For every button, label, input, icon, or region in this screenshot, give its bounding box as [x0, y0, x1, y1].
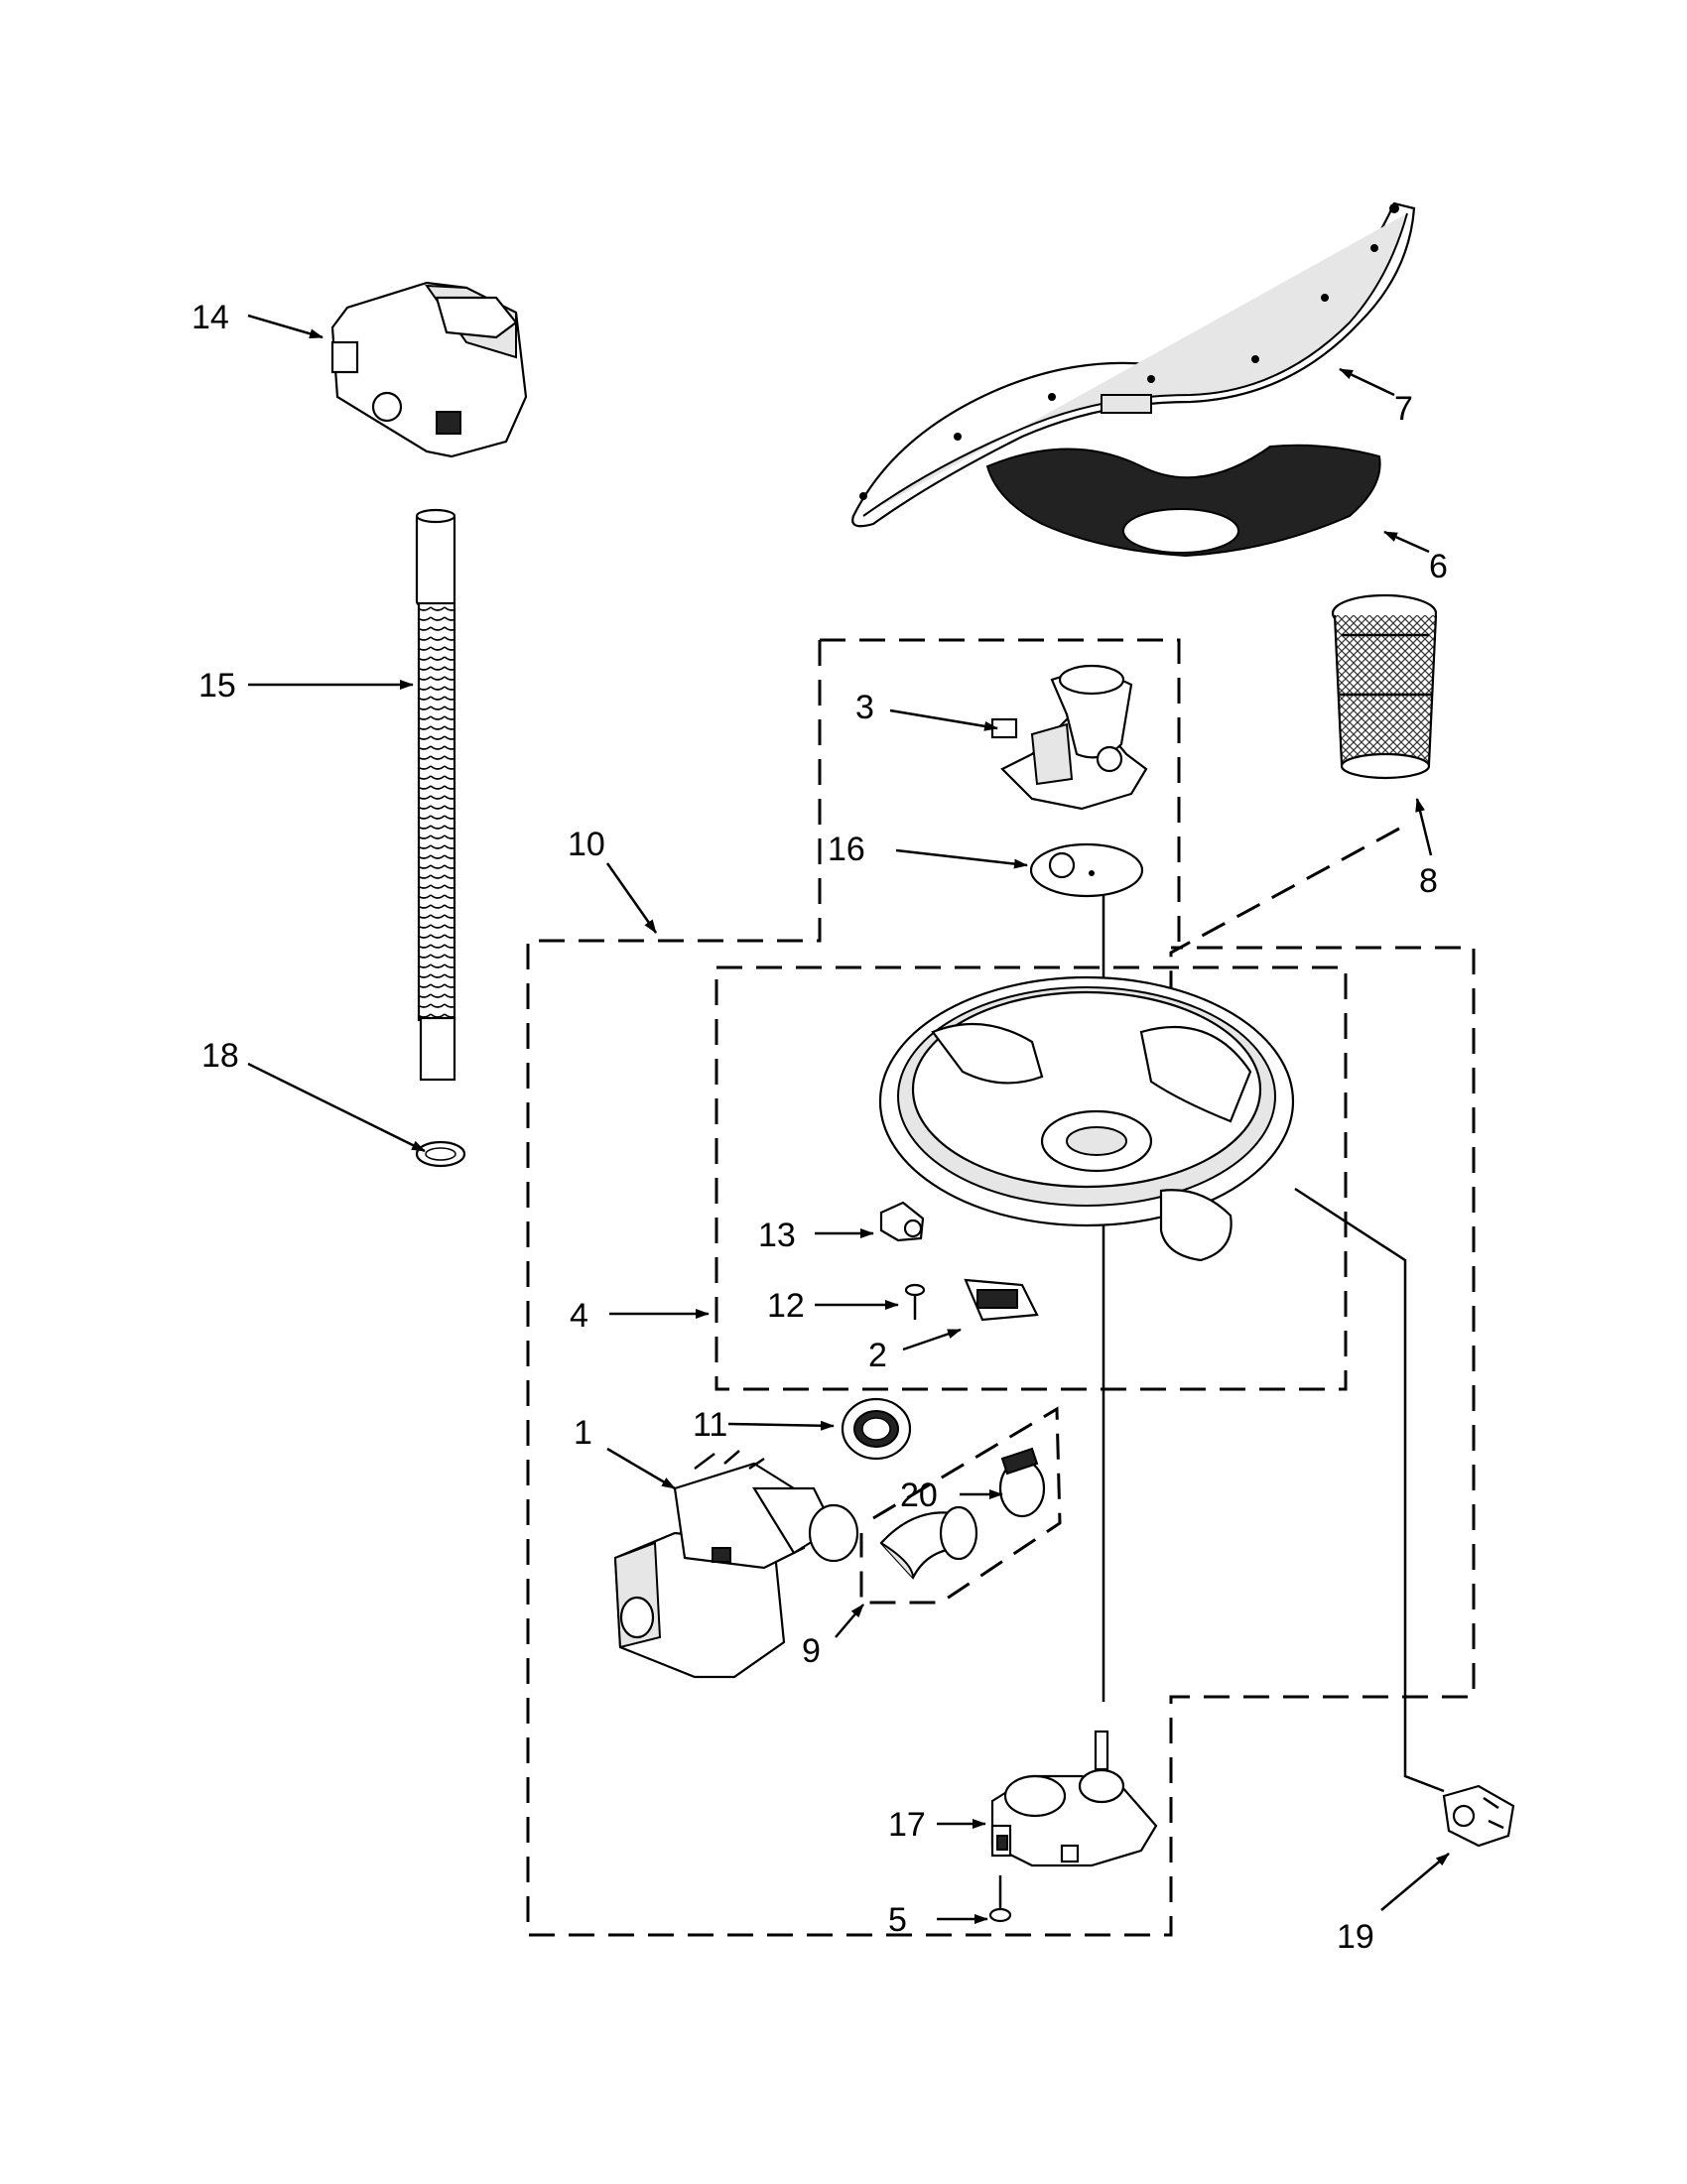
- assembly-10-outline: [526, 638, 1476, 1937]
- part-17-drawing: [990, 1730, 1158, 1867]
- part-19-drawing: [1442, 1784, 1515, 1848]
- part-1-drawing: [613, 1450, 859, 1679]
- callout-10: 10: [568, 826, 605, 863]
- part-4-drawing: [878, 975, 1295, 1262]
- part-13-drawing: [879, 1201, 925, 1242]
- callout-18: 18: [201, 1037, 239, 1075]
- part-11-drawing: [841, 1397, 912, 1461]
- callout-17: 17: [888, 1806, 926, 1844]
- callout-9: 9: [802, 1632, 821, 1670]
- callout-15: 15: [198, 667, 236, 705]
- part-12-drawing: [904, 1283, 926, 1320]
- callout-11: 11: [693, 1406, 727, 1444]
- part-7-drawing: [851, 201, 1416, 528]
- callout-arrows: [247, 314, 1450, 1924]
- callout-labels: 14 7 6 15 3 16 10 8 18 13 12 4 2 1 11 20…: [192, 299, 1448, 1956]
- callout-5: 5: [888, 1901, 907, 1939]
- callout-2: 2: [868, 1337, 887, 1374]
- callout-7: 7: [1394, 390, 1413, 428]
- callout-8: 8: [1419, 862, 1438, 900]
- connector-lines: [1102, 827, 1445, 1793]
- part-16-drawing: [1029, 842, 1144, 898]
- callout-19: 19: [1337, 1918, 1374, 1956]
- part-18-drawing: [415, 1140, 466, 1168]
- part-14-drawing: [330, 281, 528, 458]
- callout-13: 13: [758, 1217, 796, 1254]
- part-2-drawing: [964, 1278, 1039, 1322]
- callout-1: 1: [574, 1414, 592, 1452]
- part-6-drawing: [985, 444, 1381, 558]
- part-3-drawing: [990, 664, 1148, 811]
- part-15-drawing: [415, 508, 456, 1082]
- callout-6: 6: [1429, 548, 1448, 585]
- callout-14: 14: [192, 299, 229, 336]
- part-9-drawing: [879, 1505, 978, 1580]
- assembly-9-outline: [859, 1406, 1062, 1605]
- callout-12: 12: [767, 1287, 805, 1325]
- assembly-4-outline: [714, 965, 1348, 1391]
- callout-3: 3: [855, 689, 874, 726]
- part-8-drawing: [1331, 593, 1438, 780]
- callout-20: 20: [900, 1477, 938, 1514]
- callout-16: 16: [828, 831, 865, 868]
- part-20-drawing: [998, 1447, 1046, 1518]
- callout-4: 4: [570, 1297, 588, 1335]
- part-5-drawing: [988, 1875, 1012, 1923]
